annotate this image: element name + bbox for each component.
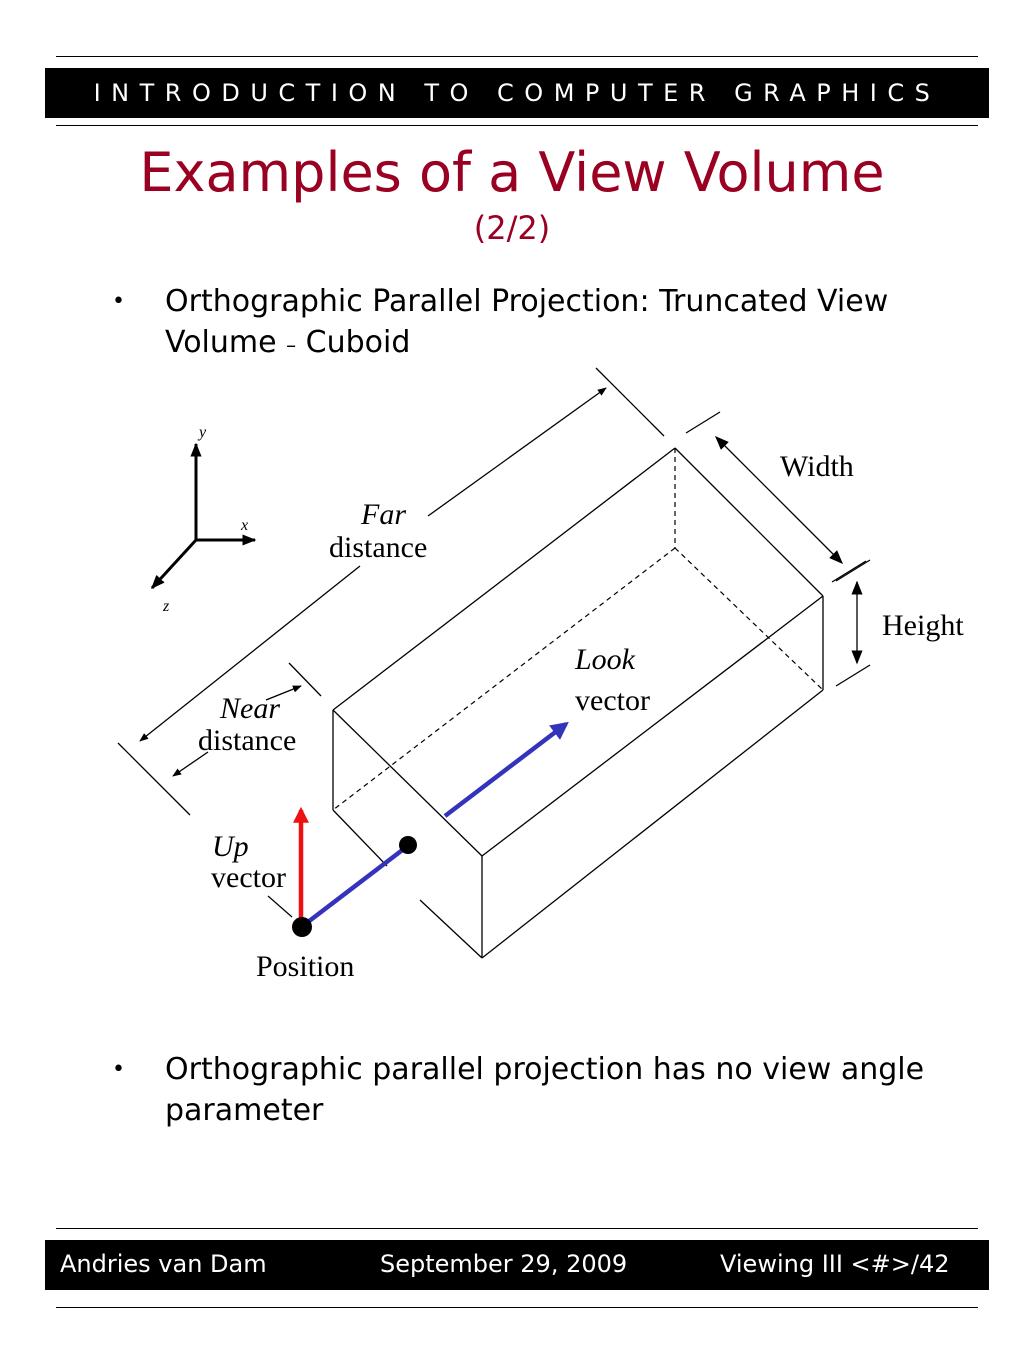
near-distance-dimension (172, 662, 322, 777)
cuboid-hidden-edges (332, 448, 824, 811)
bullet-text: Orthographic parallel projection has no … (165, 1052, 925, 1128)
far-arrow-lower (139, 565, 361, 742)
width-arrow (715, 436, 843, 564)
far-extension-line (117, 742, 191, 816)
look-label: vector (575, 684, 650, 717)
bullet-text-part: Cuboid (296, 325, 411, 360)
header-bar: INTRODUCTION TO COMPUTER GRAPHICS (45, 68, 989, 118)
cuboid (332, 447, 824, 959)
footer-date: September 29, 2009 (380, 1250, 628, 1278)
height-extension-line (835, 559, 871, 582)
hidden-edge (674, 547, 824, 691)
z-axis-arrow (150, 538, 198, 590)
cuboid-edge (481, 689, 824, 959)
footer-top-rule (56, 1228, 978, 1229)
near-arrow-lower (172, 751, 209, 777)
cuboid-edge (332, 709, 483, 857)
up-label-italic: Up (212, 830, 249, 863)
far-distance-dimension (117, 367, 665, 816)
width-extension-line (685, 411, 721, 434)
y-axis-label: y (197, 424, 207, 441)
up-vector-leader (267, 895, 293, 918)
near-label: distance (198, 724, 296, 757)
near-label-italic: Near (219, 692, 280, 725)
slide-title: Examples of a View Volume (139, 141, 885, 204)
coordinate-axes: y x z (150, 424, 257, 615)
bullet-dot: • (112, 289, 125, 314)
position-point (292, 917, 312, 937)
z-axis-label: z (162, 598, 170, 615)
far-extension-line (595, 367, 665, 437)
look-vector-arrow (443, 721, 569, 818)
cuboid-edge (332, 447, 676, 711)
footer-author: Andries van Dam (60, 1250, 267, 1278)
far-label: distance (329, 531, 427, 564)
width-label: Width (780, 450, 854, 483)
bullet-text: Orthographic Parallel Projection: Trunca… (165, 281, 965, 366)
far-arrow-upper (427, 387, 607, 517)
slide-subtitle: (2/2) (473, 209, 551, 247)
footer-bottom-rule (56, 1307, 978, 1308)
footer-bar: Andries van Dam September 29, 2009 Viewi… (45, 1240, 989, 1290)
x-axis-label: x (240, 517, 248, 534)
footer-slide-ref: Viewing III <#>/42 (720, 1250, 950, 1278)
bullet-text-part: Orthographic Parallel Projection: Trunca… (165, 284, 889, 360)
look-label-italic: Look (574, 643, 636, 676)
width-extension-line (831, 560, 867, 583)
cuboid-edge (419, 899, 483, 959)
position-label: Position (256, 950, 354, 983)
course-title: INTRODUCTION TO COMPUTER GRAPHICS (93, 79, 941, 107)
look-vector-segment (302, 846, 407, 927)
far-label-italic: Far (360, 498, 406, 531)
height-label: Height (882, 609, 964, 642)
cuboid-edge (332, 809, 388, 867)
width-dimension (685, 411, 867, 583)
up-label: vector (211, 861, 286, 894)
cuboid-edge (481, 595, 824, 857)
header-bottom-rule (56, 125, 978, 126)
height-dimension (835, 559, 871, 687)
near-arrow-upper (265, 685, 302, 701)
bullet-dash: – (286, 333, 297, 357)
height-extension-line (835, 664, 871, 687)
near-extension-line (288, 662, 322, 697)
near-plane-point (399, 836, 417, 854)
header-top-rule (56, 56, 978, 57)
bullet-dot: • (112, 1057, 125, 1082)
